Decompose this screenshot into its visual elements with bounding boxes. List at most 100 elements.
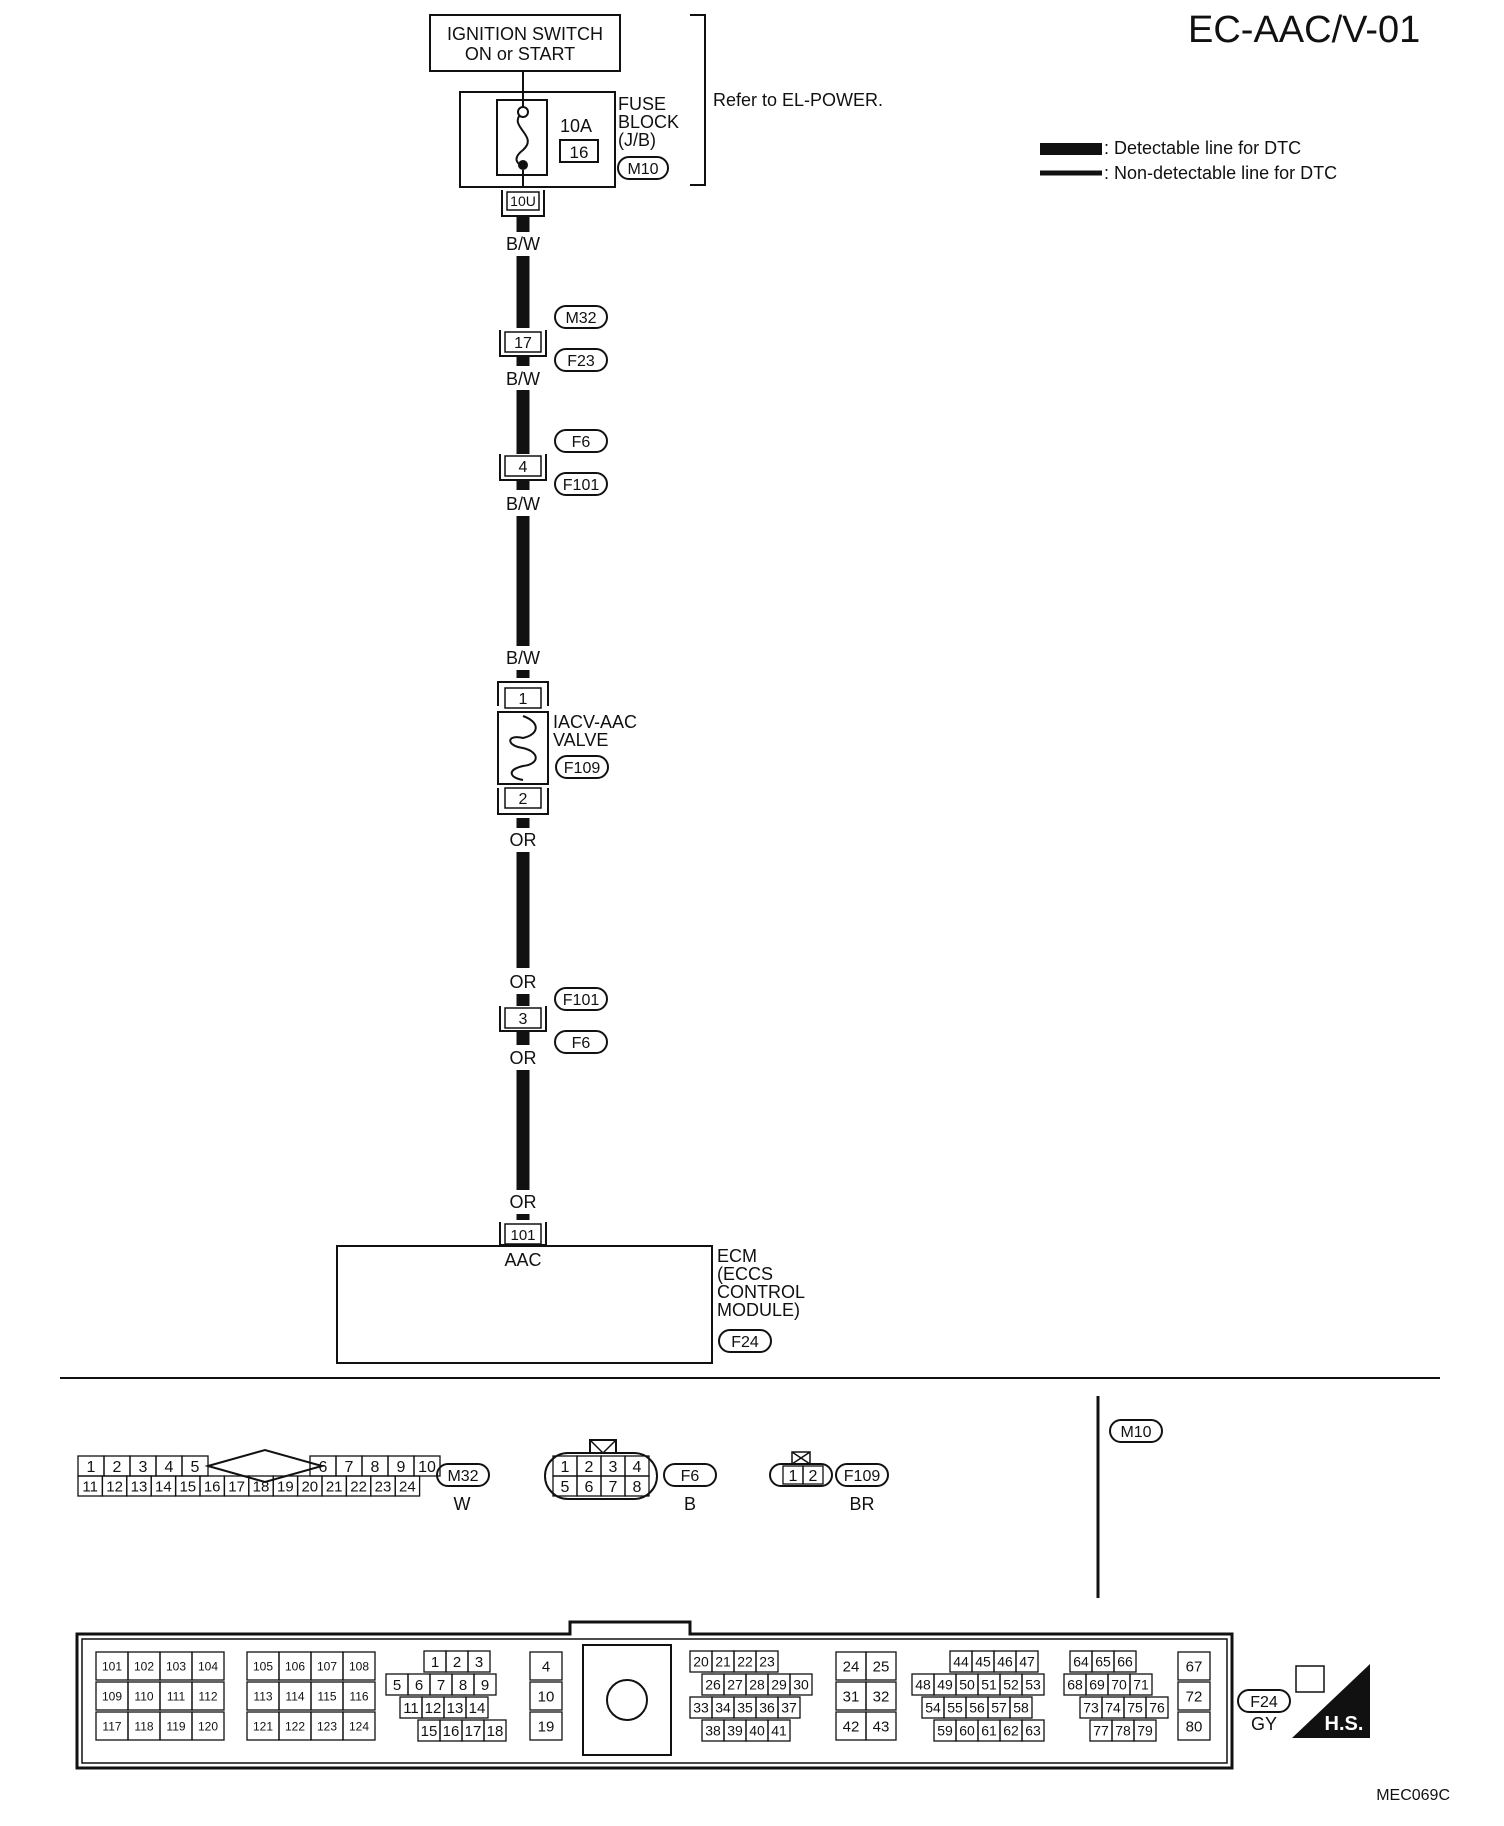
m32-pin: 22 bbox=[350, 1478, 367, 1495]
f24-pin: 109 bbox=[102, 1689, 122, 1703]
fuse-block: 10A 16 FUSE BLOCK (J/B) M10 bbox=[459, 91, 679, 188]
f24-pin: 24 bbox=[843, 1658, 860, 1675]
m32-pin: 10 bbox=[418, 1459, 436, 1476]
ignition-switch-state: ON or START bbox=[465, 44, 575, 64]
fuse-connector-badge bbox=[617, 156, 669, 180]
m32-pin: 7 bbox=[345, 1459, 354, 1476]
m32-pin: 12 bbox=[106, 1478, 123, 1495]
connector-f6-color: B bbox=[684, 1494, 696, 1514]
f24-pin: 33 bbox=[693, 1700, 709, 1716]
f24-pin: 32 bbox=[873, 1688, 890, 1705]
f24-pin: 116 bbox=[349, 1689, 368, 1703]
f24-pin: 38 bbox=[705, 1723, 721, 1739]
f24-pin: 14 bbox=[469, 1700, 486, 1717]
m32-pin: 8 bbox=[371, 1459, 380, 1476]
f24-pin: 114 bbox=[285, 1689, 304, 1703]
f24-pin: 119 bbox=[166, 1719, 185, 1733]
f24-pin: 105 bbox=[253, 1659, 273, 1673]
f24-pin: 52 bbox=[1003, 1677, 1019, 1693]
legend-detectable-text: : Detectable line for DTC bbox=[1104, 138, 1301, 158]
f24-pin: 113 bbox=[253, 1689, 272, 1703]
m32-pin-cell bbox=[394, 1475, 421, 1497]
f24-pin: 44 bbox=[953, 1654, 969, 1670]
f24-pin: 101 bbox=[102, 1659, 122, 1673]
f109-pin: 1 bbox=[789, 1468, 798, 1485]
f24-pin: 54 bbox=[925, 1700, 941, 1716]
m32-pin: 15 bbox=[179, 1478, 196, 1495]
f24-pin: 8 bbox=[459, 1677, 467, 1694]
figure-code: MEC069C bbox=[1376, 1787, 1450, 1804]
f24-pin: 106 bbox=[285, 1659, 305, 1673]
f24-pin-cell bbox=[1129, 1673, 1153, 1696]
m32-pin: 14 bbox=[155, 1478, 172, 1495]
f24-pin: 64 bbox=[1073, 1654, 1089, 1670]
m32-pin: 3 bbox=[139, 1459, 148, 1476]
legend-non-detectable-text: : Non-detectable line for DTC bbox=[1104, 163, 1337, 183]
wire-color-or-2: OR bbox=[510, 972, 537, 992]
f24-pin: 3 bbox=[475, 1654, 483, 1671]
connector-m32-color: W bbox=[454, 1494, 471, 1514]
m32-pin: 5 bbox=[191, 1459, 200, 1476]
f24-pin-cell bbox=[342, 1711, 376, 1741]
connector-m32-id: M32 bbox=[447, 1468, 478, 1485]
f24-pin: 23 bbox=[759, 1654, 775, 1670]
ecm-connector-id: F24 bbox=[731, 1334, 759, 1351]
wire-color-bw-3: B/W bbox=[506, 494, 540, 514]
valve-pin-top: 1 bbox=[519, 691, 528, 708]
m32-pin: 18 bbox=[253, 1478, 270, 1495]
connector-f109-id: F109 bbox=[844, 1468, 881, 1485]
f24-pin: 124 bbox=[349, 1719, 369, 1733]
f24-pin: 36 bbox=[759, 1700, 775, 1716]
harness-side-text: H.S. bbox=[1325, 1713, 1364, 1735]
f24-pin: 46 bbox=[997, 1654, 1013, 1670]
f6-pin: 6 bbox=[585, 1479, 594, 1496]
wire-color-labels: B/W B/W B/W B/W OR OR OR OR bbox=[506, 234, 540, 1212]
f6-pin: 1 bbox=[561, 1459, 570, 1476]
junction-f6-f101-a: 4 F6 F101 bbox=[499, 429, 608, 496]
f24-pin: 20 bbox=[693, 1654, 709, 1670]
legend: : Detectable line for DTC : Non-detectab… bbox=[1040, 138, 1337, 183]
f24-pin: 58 bbox=[1013, 1700, 1029, 1716]
f24-pin-cell bbox=[1113, 1650, 1137, 1673]
f24-pin: 73 bbox=[1083, 1700, 1099, 1716]
legend-detectable-swatch bbox=[1040, 143, 1102, 155]
f24-pin: 42 bbox=[843, 1718, 860, 1735]
f24-pin: 34 bbox=[715, 1700, 731, 1716]
connector-f6-id: F6 bbox=[681, 1468, 700, 1485]
f24-pin: 22 bbox=[737, 1654, 753, 1670]
f24-pin: 51 bbox=[981, 1677, 997, 1693]
f24-pin: 77 bbox=[1093, 1723, 1109, 1739]
m32-pin: 17 bbox=[228, 1478, 245, 1495]
f24-pin-cell bbox=[865, 1651, 897, 1681]
fuse-block-label-3: (J/B) bbox=[618, 130, 656, 150]
f24-pin: 118 bbox=[134, 1719, 153, 1733]
f24-pin-cell bbox=[1133, 1719, 1157, 1742]
f24-pin: 62 bbox=[1003, 1723, 1019, 1739]
m32-pin: 6 bbox=[319, 1459, 328, 1476]
fuse-block-label-2: BLOCK bbox=[618, 112, 679, 132]
f24-pin-cell bbox=[1015, 1650, 1039, 1673]
m32-pin: 11 bbox=[82, 1478, 98, 1495]
f24-pin: 29 bbox=[771, 1677, 787, 1693]
f24-pin: 68 bbox=[1067, 1677, 1083, 1693]
wire-color-bw-1: B/W bbox=[506, 234, 540, 254]
harness-side-badge: H.S. bbox=[1292, 1664, 1370, 1738]
ecm-label-1: ECM bbox=[717, 1246, 757, 1266]
f24-pin: 55 bbox=[947, 1700, 963, 1716]
f24-pin: 67 bbox=[1186, 1658, 1203, 1675]
ignition-switch: IGNITION SWITCH ON or START bbox=[429, 14, 621, 72]
valve-pin-bottom: 2 bbox=[519, 791, 528, 808]
f24-pin: 70 bbox=[1111, 1677, 1127, 1693]
f24-pin: 37 bbox=[781, 1700, 797, 1716]
f24-pin-cell bbox=[191, 1681, 225, 1711]
m32-pin: 9 bbox=[397, 1459, 406, 1476]
f6-pin: 3 bbox=[609, 1459, 618, 1476]
f24-pin: 18 bbox=[487, 1723, 504, 1740]
f24-pin: 79 bbox=[1137, 1723, 1153, 1739]
f24-pin: 102 bbox=[134, 1659, 154, 1673]
f24-pin: 123 bbox=[317, 1719, 337, 1733]
f24-pin: 63 bbox=[1025, 1723, 1041, 1739]
